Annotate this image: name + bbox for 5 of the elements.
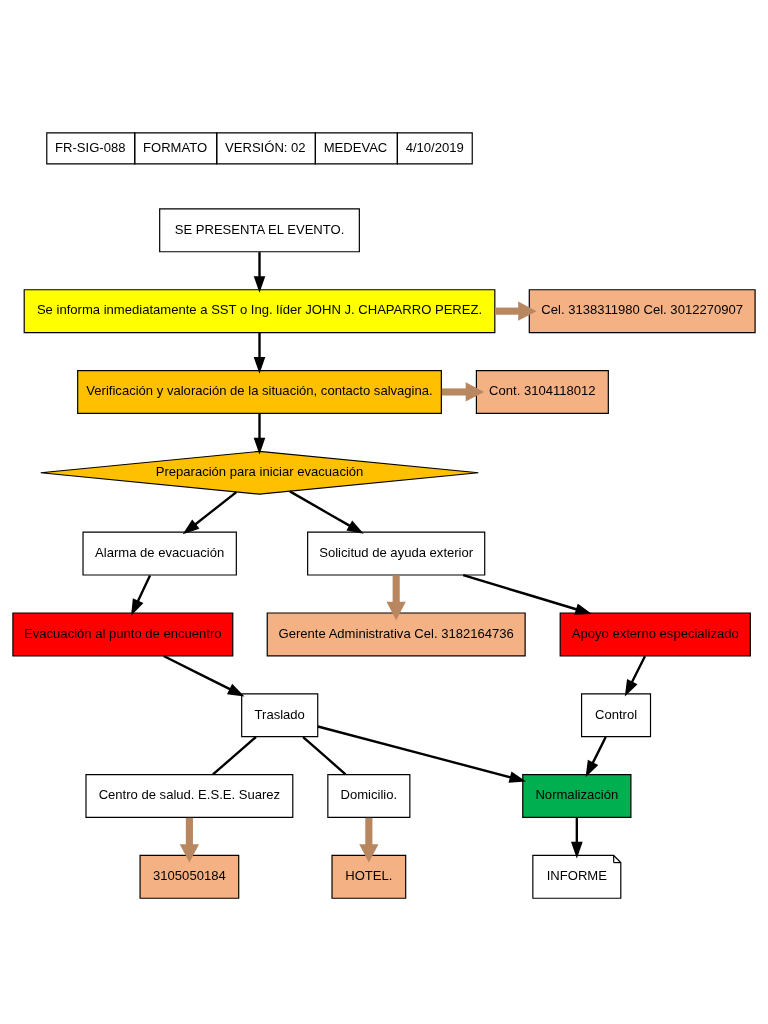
label: MEDEVAC (323, 139, 388, 155)
label: FORMATO (143, 139, 208, 155)
label: 4/10/2019 (405, 139, 464, 155)
label: FR-SIG-088 (55, 139, 126, 155)
label: VERSIÓN: 02 (225, 139, 306, 155)
